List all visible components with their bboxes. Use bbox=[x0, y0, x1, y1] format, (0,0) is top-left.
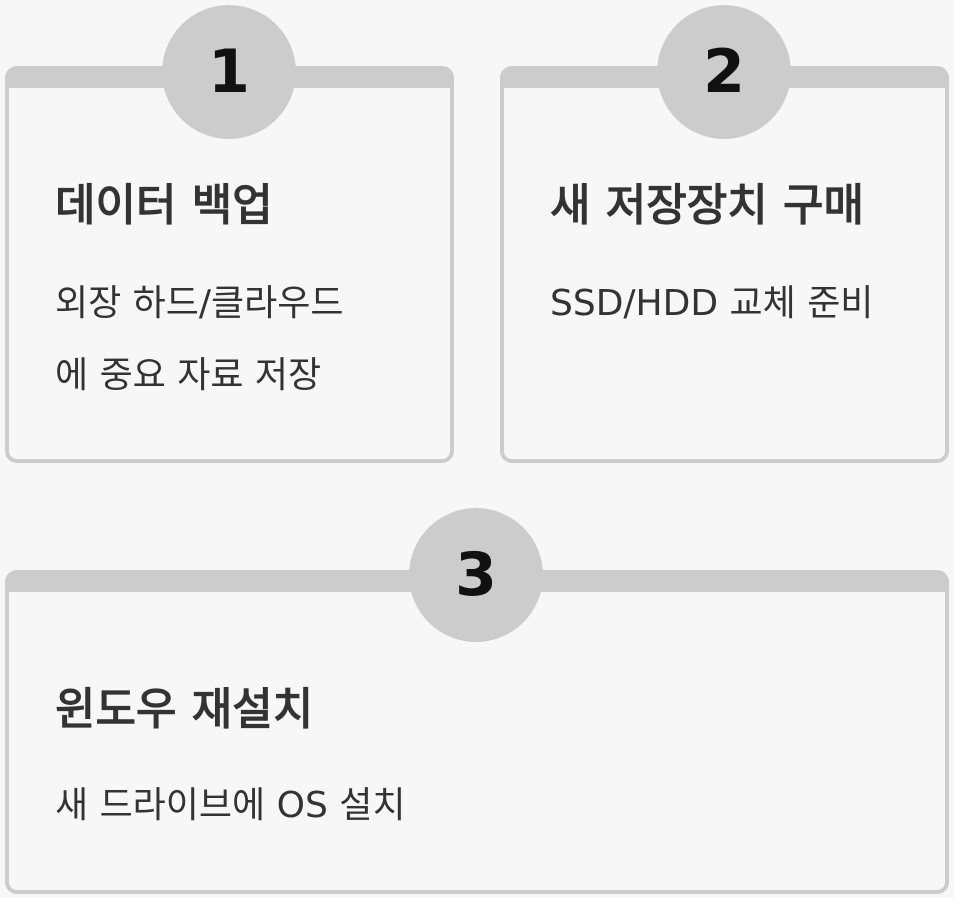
step-number-badge-1: 1 bbox=[162, 5, 296, 139]
step-number-3: 3 bbox=[455, 540, 497, 610]
step-number-1: 1 bbox=[208, 37, 250, 107]
step-description-2: SSD/HDD 교체 준비 bbox=[550, 283, 874, 324]
step-description-1: 외장 하드/클라우드 에 중요 자료 저장 bbox=[55, 283, 344, 396]
step-title-3: 윈도우 재설치 bbox=[55, 684, 314, 735]
step-description-3: 새 드라이브에 OS 설치 bbox=[55, 785, 406, 826]
step-number-2: 2 bbox=[703, 37, 745, 107]
step-number-badge-3: 3 bbox=[409, 508, 543, 642]
step-title-1: 데이터 백업 bbox=[55, 180, 273, 231]
step-title-2: 새 저장장치 구매 bbox=[550, 180, 864, 231]
step-number-badge-2: 2 bbox=[657, 5, 791, 139]
